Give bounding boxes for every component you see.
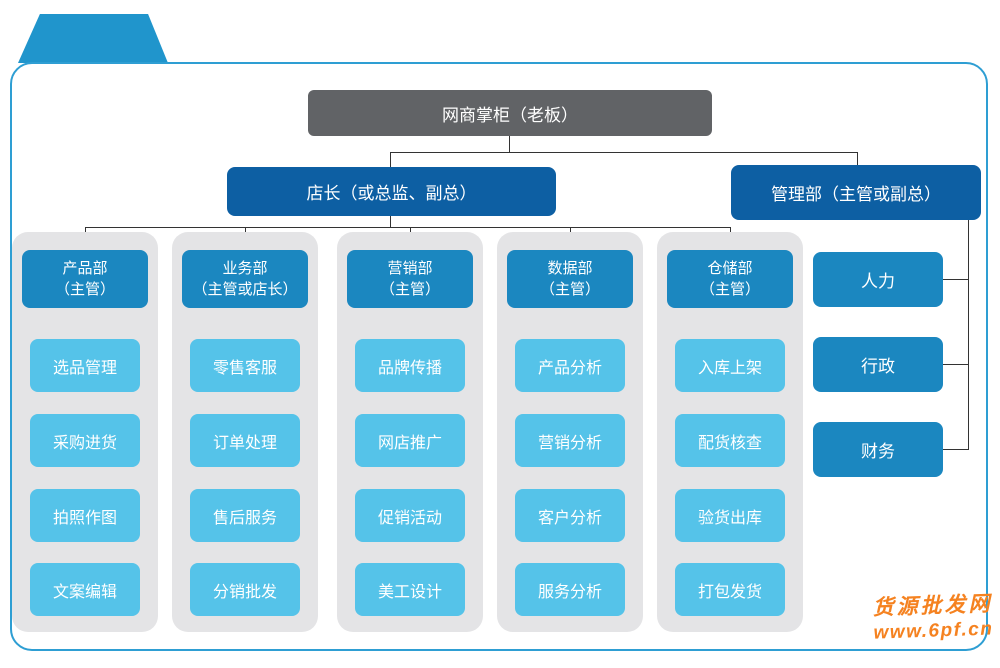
connector-hr-stub [943,279,968,280]
task-node: 选品管理 [30,339,140,392]
node-finance: 财务 [813,422,943,477]
connector-departments-horizontal [85,227,731,228]
connector-level2-horizontal [390,152,858,153]
node-admin-dept: 管理部（主管或副总） [731,165,981,220]
connector-root-down [509,136,510,153]
dept-header-marketing: 营销部 （主管） [347,250,473,308]
task-node: 营销分析 [515,414,625,467]
task-node: 订单处理 [190,414,300,467]
task-node: 品牌传播 [355,339,465,392]
dept-header-data: 数据部 （主管） [507,250,633,308]
dept-title: 业务部 [222,260,268,277]
task-node: 打包发货 [675,563,785,616]
connector-finance-stub [943,449,968,450]
task-node: 配货核查 [675,414,785,467]
node-hr: 人力 [813,252,943,307]
watermark-url: www.6pf.cn [873,618,994,644]
task-node: 零售客服 [190,339,300,392]
connector-store-manager-drop [390,152,391,167]
dept-header-product: 产品部 （主管） [22,250,148,308]
task-node: 拍照作图 [30,489,140,542]
column-marketing-dept: 营销部 （主管） 品牌传播 网店推广 促销活动 美工设计 [337,232,483,632]
task-node: 客户分析 [515,489,625,542]
dept-subtitle: （主管） [54,281,115,298]
task-node: 服务分析 [515,563,625,616]
dept-subtitle: （主管） [539,281,600,298]
column-product-dept: 产品部 （主管） 选品管理 采购进货 拍照作图 文案编辑 [12,232,158,632]
node-boss: 网商掌柜（老板） [308,90,712,136]
node-administration: 行政 [813,337,943,392]
dept-title: 营销部 [387,260,433,277]
task-node: 分销批发 [190,563,300,616]
task-node: 网店推广 [355,414,465,467]
column-business-dept: 业务部 （主管或店长） 零售客服 订单处理 售后服务 分销批发 [172,232,318,632]
node-store-manager: 店长（或总监、副总） [227,167,556,216]
task-node: 采购进货 [30,414,140,467]
dept-subtitle: （主管） [379,281,440,298]
connector-store-manager-down [390,216,391,228]
task-node: 产品分析 [515,339,625,392]
task-node: 文案编辑 [30,563,140,616]
dept-subtitle: （主管） [699,281,760,298]
task-node: 验货出库 [675,489,785,542]
dept-title: 仓储部 [707,260,753,277]
dept-header-warehouse: 仓储部 （主管） [667,250,793,308]
task-node: 促销活动 [355,489,465,542]
task-node: 入库上架 [675,339,785,392]
watermark: 货源批发网 www.6pf.cn [847,591,994,646]
connector-administration-stub [943,364,968,365]
task-node: 美工设计 [355,563,465,616]
column-warehouse-dept: 仓储部 （主管） 入库上架 配货核查 验货出库 打包发货 [657,232,803,632]
folder-tab-shape [18,14,168,63]
dept-header-business: 业务部 （主管或店长） [182,250,308,308]
connector-admin-dept-drop [857,152,858,165]
dept-title: 产品部 [62,260,108,277]
column-data-dept: 数据部 （主管） 产品分析 营销分析 客户分析 服务分析 [497,232,643,632]
connector-admin-vertical [968,220,969,450]
dept-subtitle: （主管或店长） [192,281,298,298]
task-node: 售后服务 [190,489,300,542]
dept-title: 数据部 [547,260,593,277]
